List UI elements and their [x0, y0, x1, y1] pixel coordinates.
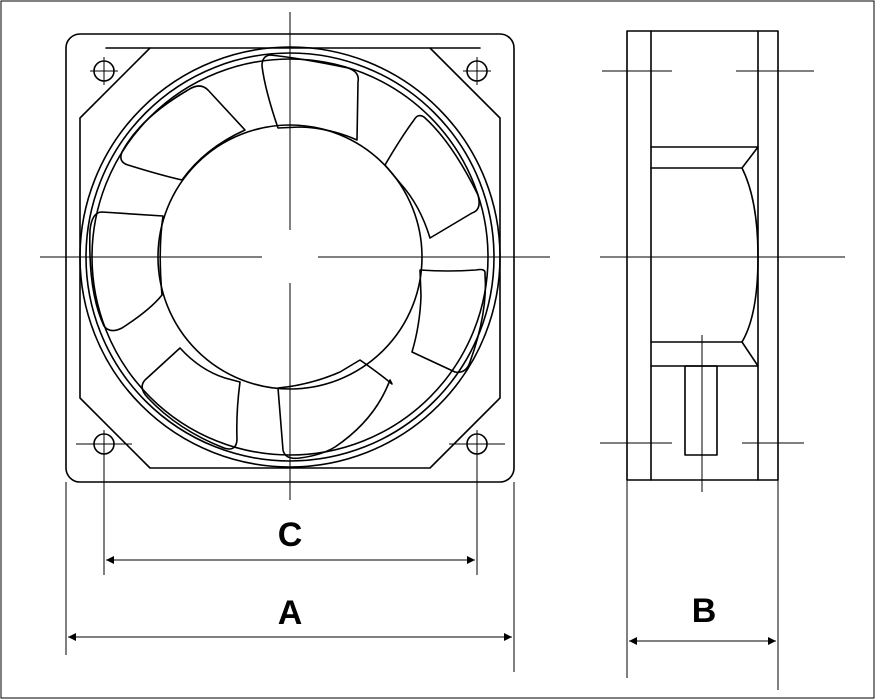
fan-blade — [141, 347, 241, 450]
side-cable-outlet — [684, 365, 718, 456]
dimension-c: C — [106, 516, 475, 564]
side-motor-body — [650, 146, 759, 169]
dimension-a-label: A — [278, 594, 303, 632]
fan-inner-frame — [79, 47, 501, 469]
side-view — [600, 30, 845, 690]
dimension-b: B — [629, 592, 776, 645]
dimension-a: A — [68, 594, 512, 641]
front-centerlines — [40, 12, 550, 500]
dimension-b-label: B — [692, 592, 717, 630]
fan-blade — [384, 114, 480, 239]
front-view — [40, 12, 550, 672]
dimension-c-label: C — [278, 516, 303, 554]
fan-blade — [120, 85, 246, 181]
side-centerlines — [600, 70, 845, 492]
fan-blade — [277, 359, 393, 460]
fan-blade — [411, 268, 487, 374]
